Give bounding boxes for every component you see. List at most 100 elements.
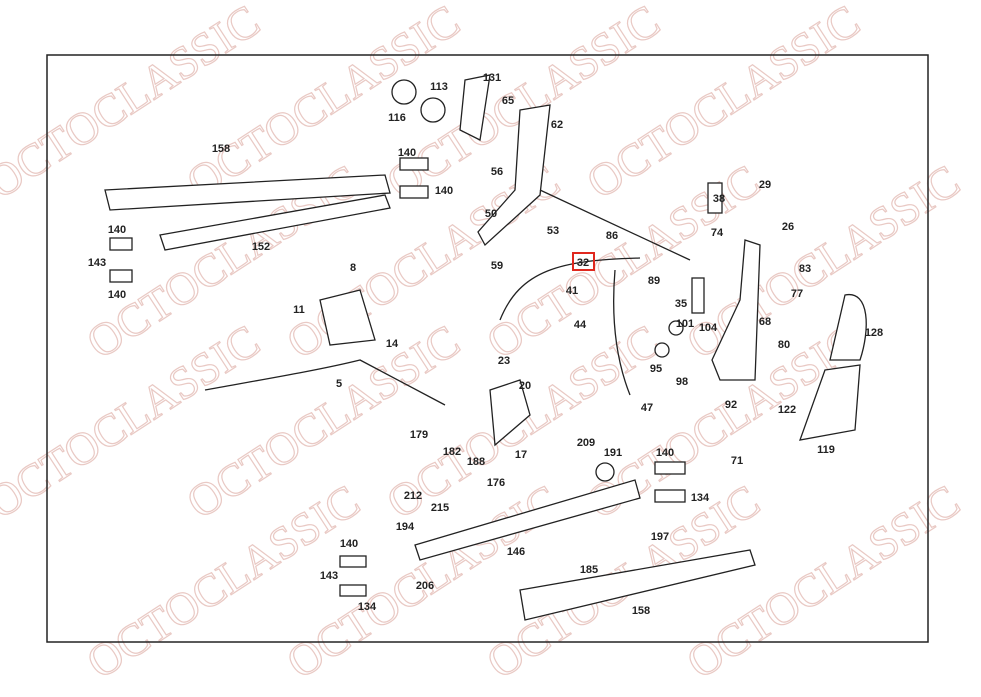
part-label-119[interactable]: 119 (817, 444, 835, 456)
bar-5 (204, 359, 446, 406)
part-label-38[interactable]: 38 (713, 193, 725, 205)
knob-113 (420, 97, 446, 123)
bar-146 (414, 479, 641, 561)
lever-50 (477, 104, 551, 247)
slider-140 (399, 157, 429, 171)
part-label-134[interactable]: 134 (691, 492, 710, 504)
part-label-101[interactable]: 101 (676, 318, 694, 330)
slider-140 (109, 269, 133, 283)
part-label-140[interactable]: 140 (656, 447, 674, 459)
part-label-89[interactable]: 89 (648, 275, 660, 287)
part-label-182[interactable]: 182 (443, 446, 461, 458)
cable-32 (499, 257, 641, 321)
diagram-frame (46, 54, 929, 643)
part-label-92[interactable]: 92 (725, 399, 737, 411)
part-label-56[interactable]: 56 (491, 166, 503, 178)
bracket-8 (319, 289, 376, 346)
part-label-32[interactable]: 32 (577, 257, 589, 269)
part-label-185[interactable]: 185 (580, 564, 598, 576)
part-label-128[interactable]: 128 (865, 327, 883, 339)
part-label-140[interactable]: 140 (398, 147, 416, 159)
slider-140 (109, 237, 133, 251)
bushing-191 (595, 462, 615, 482)
part-label-140[interactable]: 140 (108, 224, 126, 236)
part-label-26[interactable]: 26 (782, 221, 794, 233)
part-label-191[interactable]: 191 (604, 447, 622, 459)
slider-134 (654, 489, 686, 503)
part-label-29[interactable]: 29 (759, 179, 771, 191)
part-label-134[interactable]: 134 (358, 601, 377, 613)
part-label-14[interactable]: 14 (386, 338, 399, 350)
part-label-131[interactable]: 131 (483, 72, 501, 84)
part-label-20[interactable]: 20 (519, 380, 531, 392)
part-label-95[interactable]: 95 (650, 363, 662, 375)
part-label-59[interactable]: 59 (491, 260, 503, 272)
clip-38 (707, 182, 723, 214)
part-label-113[interactable]: 113 (430, 81, 448, 93)
part-label-206[interactable]: 206 (416, 580, 434, 592)
knob-116 (391, 79, 417, 105)
plate-131 (459, 74, 491, 141)
part-label-158[interactable]: 158 (212, 143, 230, 155)
bracket-20 (489, 379, 531, 447)
part-label-104[interactable]: 104 (699, 322, 718, 334)
part-label-212[interactable]: 212 (404, 490, 422, 502)
part-label-17[interactable]: 17 (515, 449, 527, 461)
part-label-140[interactable]: 140 (340, 538, 358, 550)
part-label-71[interactable]: 71 (731, 455, 743, 467)
highlight-box-32 (572, 252, 595, 271)
part-label-179[interactable]: 179 (410, 429, 428, 441)
part-label-122[interactable]: 122 (778, 404, 796, 416)
slider-140 (339, 555, 367, 568)
part-label-44[interactable]: 44 (574, 319, 587, 331)
part-label-41[interactable]: 41 (566, 285, 578, 297)
part-label-176[interactable]: 176 (487, 477, 505, 489)
part-label-197[interactable]: 197 (651, 531, 669, 543)
part-label-98[interactable]: 98 (676, 376, 688, 388)
rail-158-bottom (519, 549, 756, 621)
rod-86 (539, 189, 691, 261)
part-label-140[interactable]: 140 (108, 289, 126, 301)
part-label-62[interactable]: 62 (551, 119, 563, 131)
part-label-86[interactable]: 86 (606, 230, 618, 242)
part-label-65[interactable]: 65 (502, 95, 514, 107)
part-label-50[interactable]: 50 (485, 208, 497, 220)
part-label-143[interactable]: 143 (88, 257, 106, 269)
part-label-53[interactable]: 53 (547, 225, 559, 237)
part-label-209[interactable]: 209 (577, 437, 595, 449)
part-label-8[interactable]: 8 (350, 262, 356, 274)
clip-35 (691, 277, 705, 314)
part-label-47[interactable]: 47 (641, 402, 653, 414)
part-label-188[interactable]: 188 (467, 456, 485, 468)
part-label-215[interactable]: 215 (431, 502, 449, 514)
part-label-68[interactable]: 68 (759, 316, 771, 328)
part-label-143[interactable]: 143 (320, 570, 338, 582)
bracket-68 (711, 239, 761, 381)
part-label-140[interactable]: 140 (435, 185, 453, 197)
slider-140 (399, 185, 429, 199)
part-label-146[interactable]: 146 (507, 546, 525, 558)
slider-134 (339, 584, 367, 597)
part-label-194[interactable]: 194 (396, 521, 415, 533)
part-label-77[interactable]: 77 (791, 288, 803, 300)
rail-158-top (104, 174, 391, 211)
slider-140 (654, 461, 686, 475)
cover-128 (829, 294, 867, 361)
rail-152 (159, 194, 391, 251)
washer-101 (668, 320, 684, 336)
part-label-152[interactable]: 152 (252, 241, 270, 253)
part-label-74[interactable]: 74 (711, 227, 724, 239)
washer-95 (654, 342, 670, 358)
part-label-80[interactable]: 80 (778, 339, 790, 351)
part-label-35[interactable]: 35 (675, 298, 687, 310)
part-label-158[interactable]: 158 (632, 605, 650, 617)
part-label-116[interactable]: 116 (388, 112, 406, 124)
part-label-11[interactable]: 11 (293, 304, 305, 316)
cover-119 (799, 364, 861, 441)
part-label-5[interactable]: 5 (336, 378, 342, 390)
part-label-23[interactable]: 23 (498, 355, 510, 367)
part-label-83[interactable]: 83 (799, 263, 811, 275)
